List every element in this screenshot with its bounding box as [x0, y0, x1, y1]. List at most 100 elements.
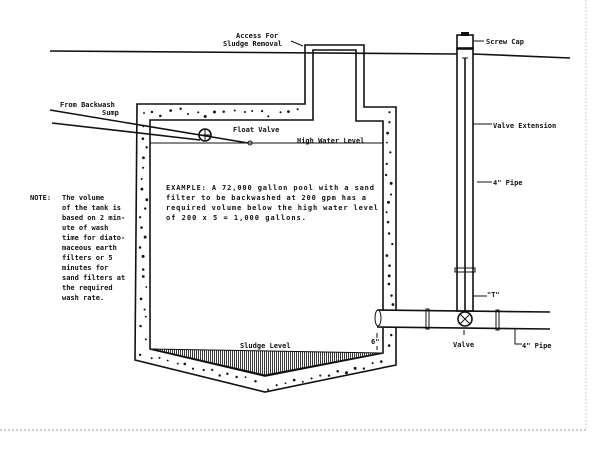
aggregate-dot — [387, 344, 391, 347]
example-line: EXAMPLE: A 72,000 gallon pool with a san… — [166, 184, 374, 192]
label-screw-cap: Screw Cap — [486, 38, 524, 46]
aggregate-dot — [166, 359, 169, 362]
aggregate-dot — [387, 274, 391, 278]
aggregate-dot — [144, 338, 147, 341]
aggregate-dot — [267, 115, 270, 118]
note-heading: NOTE: — [30, 194, 51, 202]
screw-cap — [456, 34, 474, 50]
aggregate-dot — [169, 109, 173, 112]
label-float-valve: Float Valve — [233, 126, 279, 134]
aggregate-dot — [141, 275, 145, 278]
label-high-water-level: High Water Level — [297, 137, 364, 145]
note-line: sand filters at — [62, 274, 125, 282]
label-6-inch: 6" — [371, 338, 379, 346]
aggregate-dot — [142, 156, 145, 160]
aggregate-dot — [211, 368, 214, 371]
aggregate-dot — [141, 254, 145, 258]
aggregate-dot — [143, 308, 146, 311]
coupling — [454, 267, 476, 273]
note-line: based on 2 min- — [62, 214, 125, 222]
aggregate-dot — [183, 362, 187, 366]
aggregate-dot — [292, 378, 296, 382]
aggregate-dot — [158, 356, 161, 359]
aggregate-dot — [145, 198, 149, 202]
aggregate-dot — [362, 367, 366, 370]
aggregate-dot — [191, 367, 195, 370]
aggregate-dot — [390, 294, 393, 297]
aggregate-dot — [142, 166, 145, 169]
aggregate-dot — [145, 286, 148, 288]
aggregate-dot — [203, 114, 207, 118]
label-sludge-removal: Sludge Removal — [223, 40, 282, 48]
aggregate-dot — [371, 362, 374, 365]
aggregate-dot — [244, 376, 247, 379]
aggregate-dot — [138, 246, 142, 249]
aggregate-dot — [139, 216, 142, 219]
aggregate-dot — [386, 220, 390, 224]
aggregate-dot — [391, 303, 395, 306]
aggregate-dot — [389, 193, 393, 196]
note-line: filters or 5 — [62, 254, 113, 262]
label-valve-extension: Valve Extension — [493, 122, 556, 130]
aggregate-dot — [385, 254, 389, 257]
aggregate-dot — [140, 177, 143, 180]
example-line: of 200 x 5 = 1,000 gallons. — [166, 214, 306, 222]
label-valve: Valve — [453, 341, 474, 349]
aggregate-dot — [387, 282, 391, 286]
aggregate-dot — [275, 384, 278, 387]
aggregate-dot — [296, 108, 299, 111]
note-block: NOTE: The volume of the tank is based on… — [30, 194, 125, 302]
aggregate-dot — [143, 235, 147, 239]
tank-outer-wall — [134, 44, 397, 393]
aggregate-dot — [202, 368, 205, 372]
aggregate-dot — [388, 264, 391, 267]
aggregate-dot — [387, 232, 391, 235]
note-line: maceous earth — [62, 244, 117, 252]
aggregate-dot — [287, 110, 290, 113]
aggregate-dot — [139, 297, 143, 301]
example-block: EXAMPLE: A 72,000 gallon pool with a san… — [166, 184, 378, 222]
aggregate-dot — [150, 357, 153, 360]
note-line: time for diato- — [62, 234, 125, 242]
aggregate-dot — [144, 315, 147, 318]
concrete-aggregate-dots — [138, 107, 395, 391]
tank-inner-wall — [149, 49, 384, 377]
ground-line-right — [472, 53, 571, 59]
aggregate-dot — [197, 111, 200, 114]
aggregate-dot — [140, 226, 143, 229]
aggregate-dot — [186, 113, 189, 116]
aggregate-dot — [301, 380, 304, 383]
aggregate-dot — [150, 110, 154, 114]
aggregate-dot — [279, 111, 282, 114]
aggregate-dot — [141, 137, 145, 141]
aggregate-dot — [388, 121, 391, 124]
coupling — [425, 308, 430, 330]
aggregate-dot — [233, 109, 236, 112]
aggregate-dot — [145, 146, 148, 149]
aggregate-dot — [353, 366, 357, 370]
ground-line — [49, 50, 458, 55]
aggregate-dot — [384, 173, 388, 177]
label-tee: "T" — [487, 291, 500, 299]
aggregate-dot — [254, 380, 257, 383]
aggregate-dot — [222, 110, 225, 114]
aggregate-dot — [251, 109, 254, 112]
label-sludge-level: Sludge Level — [240, 342, 291, 350]
aggregate-dot — [138, 353, 142, 357]
aggregate-dot — [243, 110, 246, 114]
aggregate-dot — [336, 370, 339, 373]
label-4in-pipe-lower: 4" Pipe — [522, 342, 552, 350]
aggregate-dot — [389, 181, 393, 185]
aggregate-dot — [179, 107, 182, 110]
outlet-pipe — [374, 308, 551, 331]
aggregate-dot — [235, 375, 238, 379]
leader-lines — [290, 40, 522, 350]
note-line: wash rate. — [62, 294, 104, 302]
aggregate-dot — [386, 141, 388, 144]
aggregate-dot — [386, 131, 389, 135]
aggregate-dot — [310, 377, 313, 380]
aggregate-dot — [140, 187, 144, 191]
aggregate-dot — [139, 324, 142, 328]
note-line: minutes for — [62, 264, 108, 272]
